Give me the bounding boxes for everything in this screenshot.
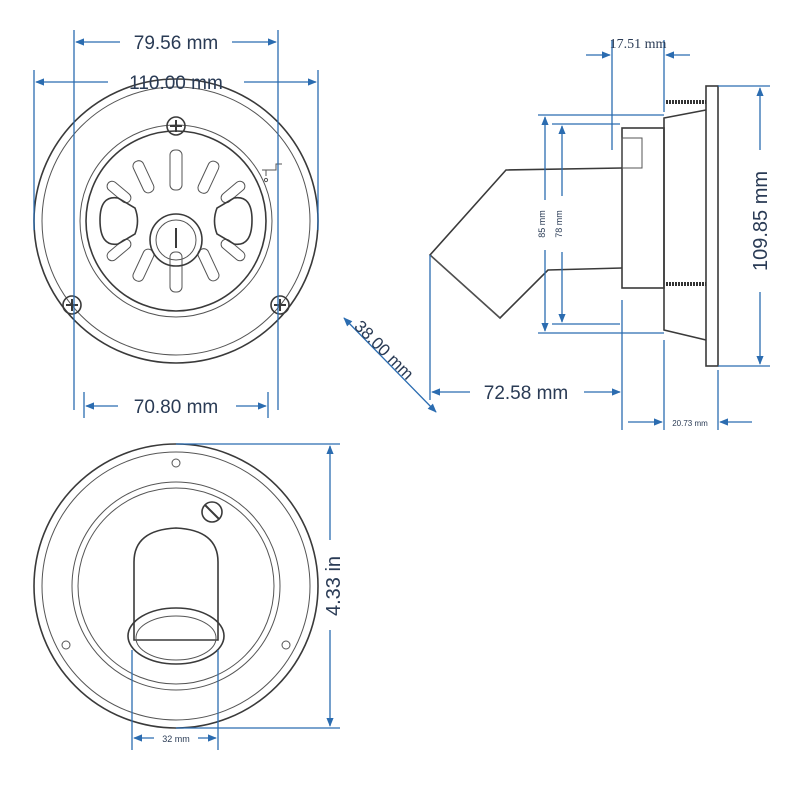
valve-body [621, 127, 665, 289]
water-tap-icon [262, 163, 282, 183]
inner-diameter-label: 79.56 mm [134, 33, 218, 54]
body-outer-height-label: 85 mm [537, 210, 547, 238]
screw-icon [166, 116, 186, 136]
center-valve [149, 213, 203, 267]
cavity-rim [79, 124, 273, 318]
back-view: 4.33 in 32 mm [33, 443, 345, 750]
flange-inner-edge [41, 86, 311, 356]
flange-bevel [663, 109, 707, 341]
flange-height-label: 109.85 mm [750, 171, 772, 271]
screw-icon [62, 295, 82, 315]
body-inner-height-label: 78 mm [554, 210, 564, 238]
screw-icon [270, 295, 290, 315]
side-dimensions [343, 40, 770, 430]
screw-hole [61, 640, 71, 650]
screw-hole [171, 458, 181, 468]
right-pocket [213, 196, 253, 246]
screw-hole [281, 640, 291, 650]
outlet-tube [127, 527, 225, 665]
spout-outline [428, 167, 623, 320]
cavity-width-label: 70.80 mm [134, 397, 218, 418]
outlet-diameter-label: 32 mm [162, 734, 190, 744]
cavity-inner-rim [85, 130, 267, 312]
back-flange-ring [33, 443, 319, 729]
valve-knob [201, 501, 223, 523]
spout-reach-label: 72.58 mm [484, 383, 568, 404]
mounting-flange [705, 85, 719, 367]
cavity-ribs [106, 149, 246, 293]
spout-diameter-label: 38.00 mm [350, 317, 417, 384]
depth-label: 20.73 mm [672, 419, 708, 428]
overall-height-label: 4.33 in [323, 556, 345, 616]
left-pocket [99, 196, 139, 246]
back-dimensions [131, 443, 340, 750]
front-view: 79.56 mm 110.00 mm 70.80 mm [33, 30, 319, 418]
side-view: 17.51 mm 109.85 mm 85 mm 78 mm 38.00 mm … [343, 37, 772, 430]
front-dimensions [33, 30, 319, 418]
outer-diameter-label: 110.00 mm [129, 73, 223, 94]
flange-thickness-label: 17.51 mm [610, 37, 667, 52]
